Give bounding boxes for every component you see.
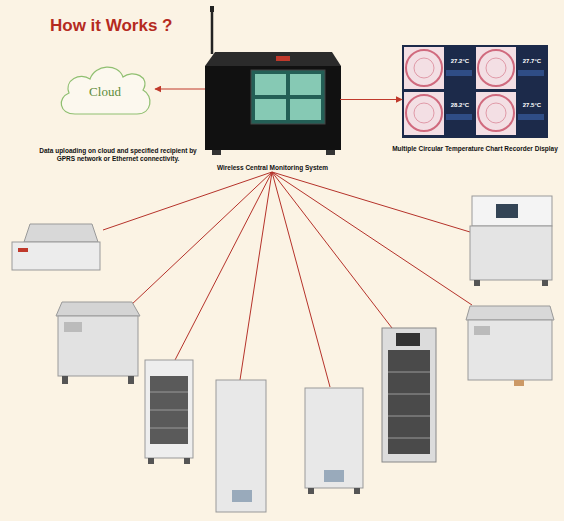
unit-foot	[62, 376, 68, 384]
chart-ring	[414, 103, 434, 123]
device-foot	[326, 150, 335, 155]
device-body	[205, 66, 341, 150]
device-screen	[251, 70, 325, 124]
shelf	[388, 394, 430, 395]
chart-ring	[414, 58, 434, 78]
unit-body	[382, 328, 436, 462]
screen-panel	[290, 74, 321, 95]
device-label: Wireless Central Monitoring System	[185, 164, 360, 171]
unit-panel	[64, 322, 82, 332]
connector-arrow	[155, 89, 205, 90]
unit-top	[472, 196, 552, 226]
device-logo	[276, 56, 290, 61]
recorder-display	[402, 45, 548, 138]
screen-panel	[255, 74, 286, 95]
chart-face	[404, 92, 444, 135]
central-device	[205, 6, 341, 155]
link-line	[272, 172, 392, 328]
link-line	[240, 172, 272, 380]
unit-body	[216, 380, 266, 512]
top-right-unit	[470, 196, 552, 286]
side-bar	[518, 70, 544, 76]
unit-foot	[542, 280, 548, 286]
chart-ring	[486, 58, 506, 78]
shelf	[388, 372, 430, 373]
link-line	[272, 172, 472, 305]
chest-unit	[56, 302, 140, 384]
glass-cabinet	[145, 360, 193, 464]
unit-screen	[496, 204, 518, 218]
temperature-reading: 27.2°C	[446, 58, 474, 66]
unit-foot	[128, 376, 134, 384]
chart-ring	[406, 50, 442, 86]
unit-body	[12, 242, 100, 270]
unit-lid	[24, 224, 98, 242]
note-text: Data uploading on cloud and specified re…	[38, 147, 198, 164]
tall-cabinet	[216, 380, 266, 512]
temperature-reading: 28.2°C	[446, 102, 474, 110]
unit-body	[468, 320, 552, 380]
chart-face	[404, 47, 444, 89]
side-bar	[446, 70, 472, 76]
shelf	[150, 428, 188, 429]
temperature-reading: 27.5°C	[518, 102, 546, 110]
device-label: Multiple Circular Temperature Chart Reco…	[382, 145, 564, 152]
unit-lid	[466, 306, 554, 320]
touch-screen	[396, 333, 420, 346]
link-line	[272, 172, 470, 232]
shelf	[388, 416, 430, 417]
solid-cabinet	[305, 388, 363, 494]
display-frame	[402, 45, 548, 138]
display-cabinet	[382, 328, 436, 462]
cloud-label: Cloud	[55, 84, 155, 100]
tabletop-unit	[12, 224, 100, 270]
unit-body	[58, 316, 138, 376]
unit-panel	[232, 490, 252, 502]
shelf	[388, 438, 430, 439]
shelf	[150, 392, 188, 393]
bath-unit	[466, 306, 554, 386]
cloud-node: Cloud	[55, 58, 155, 120]
shelf	[150, 410, 188, 411]
unit-foot	[474, 280, 480, 286]
chart-ring	[478, 50, 514, 86]
device-node: Wireless Central Monitoring System	[205, 45, 340, 173]
temperature-reading: 27.7°C	[518, 58, 546, 66]
side-bar	[446, 114, 472, 120]
glass-door	[150, 376, 188, 444]
unit-panel	[474, 326, 490, 335]
chart-face	[476, 92, 516, 135]
unit-foot	[184, 458, 190, 464]
unit-panel	[324, 470, 344, 482]
screen-panel	[290, 99, 321, 120]
unit-foot	[148, 458, 154, 464]
unit-body	[305, 388, 363, 488]
screen-panel	[255, 99, 286, 120]
chart-ring	[486, 103, 506, 123]
unit-body	[470, 226, 552, 280]
chart-face	[476, 47, 516, 89]
antenna	[211, 8, 214, 54]
connector-arrow	[340, 99, 402, 100]
side-bar	[518, 114, 544, 120]
glass-door	[388, 350, 430, 454]
diagram-title: How it Works ?	[50, 16, 172, 36]
device-foot	[212, 150, 221, 155]
antenna-tip	[210, 6, 214, 12]
unit-logo	[18, 248, 28, 252]
unit-lid	[56, 302, 140, 316]
chart-ring	[406, 95, 442, 131]
link-line	[130, 172, 272, 306]
unit-valve	[514, 380, 524, 386]
device-top	[205, 52, 341, 66]
chart-ring	[478, 95, 514, 131]
unit-foot	[308, 488, 314, 494]
unit-foot	[354, 488, 360, 494]
unit-body	[145, 360, 193, 458]
